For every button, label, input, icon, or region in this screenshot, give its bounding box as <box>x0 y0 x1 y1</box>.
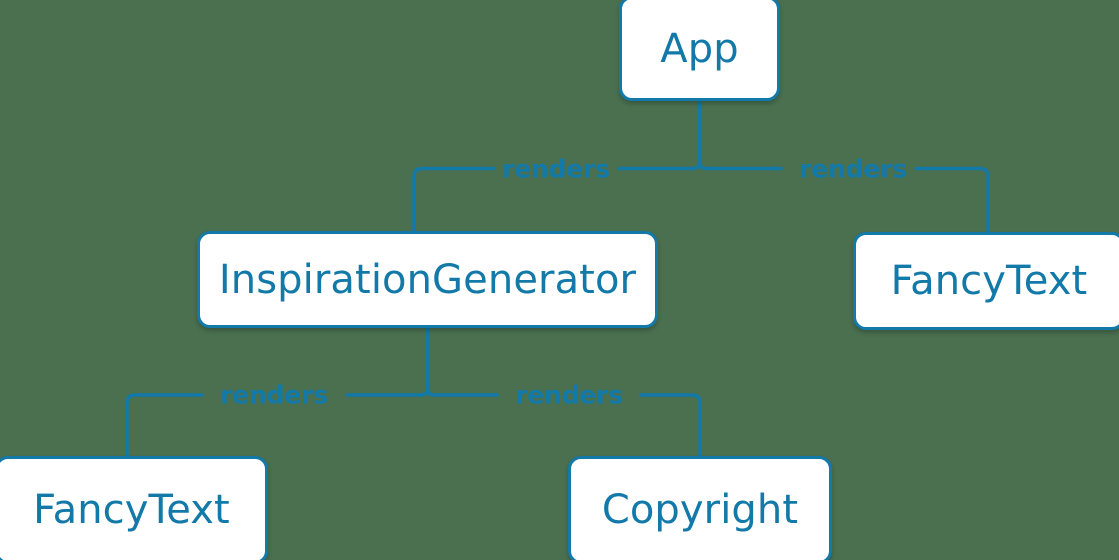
node-fancytext-top[interactable]: FancyText <box>853 232 1119 330</box>
node-app-label: App <box>660 25 739 72</box>
node-copyright[interactable]: Copyright <box>568 456 832 560</box>
edge-label-inspiration-to-fancytext: renders <box>220 380 328 410</box>
edge-app-stem-right <box>697 160 708 171</box>
edge-app-to-inspiration-left <box>412 166 496 233</box>
node-app[interactable]: App <box>619 0 780 101</box>
edge-app-to-fancytext-right <box>914 166 990 234</box>
node-fancytext-left-label: FancyText <box>33 487 230 533</box>
node-fancytext-top-label: FancyText <box>890 258 1088 304</box>
edge-inspiration-stem <box>419 325 430 397</box>
edge-inspiration-stem-right <box>425 386 436 397</box>
edge-inspiration-to-fancytext-left <box>125 393 204 458</box>
edge-inspiration-to-copyright-right <box>639 393 702 458</box>
node-fancytext-left[interactable]: FancyText <box>0 456 268 560</box>
edge-label-app-to-fancytext: renders <box>799 154 907 184</box>
node-inspiration-generator[interactable]: InspirationGenerator <box>197 231 658 328</box>
edge-label-inspiration-to-copyright: renders <box>515 380 623 410</box>
edge-label-app-to-inspiration: renders <box>502 154 610 184</box>
node-copyright-label: Copyright <box>601 487 799 533</box>
edge-app-stem <box>691 99 702 171</box>
node-inspiration-generator-label: InspirationGenerator <box>218 256 637 303</box>
